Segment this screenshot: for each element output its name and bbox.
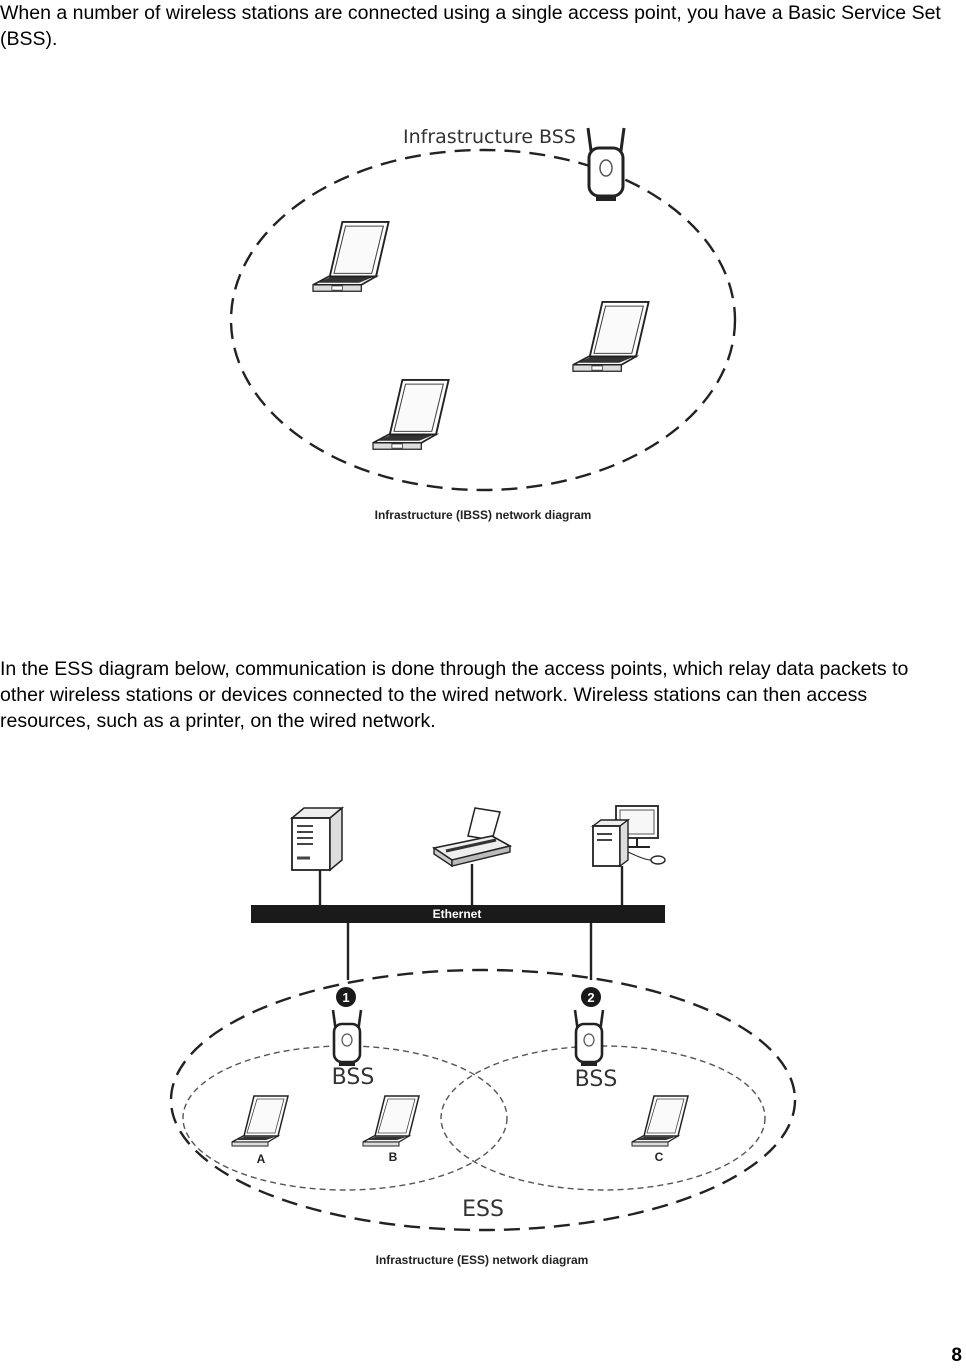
access-point-icon — [586, 126, 626, 203]
server-icon — [289, 806, 345, 872]
laptop-icon — [372, 378, 450, 451]
laptop-icon — [312, 220, 390, 293]
bss-1-label: BSS — [332, 1065, 375, 1090]
ess-network-diagram: Ethernet 1 2 BSS BSS A B C ESS Infrastru… — [169, 805, 797, 1267]
ethernet-label: Ethernet — [433, 907, 482, 921]
laptop-icon — [631, 1095, 689, 1147]
svg-text:2: 2 — [587, 990, 594, 1005]
ess-intro-paragraph: In the ESS diagram below, communication … — [0, 658, 909, 732]
bss-boundary — [229, 148, 737, 492]
laptop-icon — [231, 1095, 289, 1147]
ap-number-badge: 2 — [581, 987, 601, 1007]
station-a-label: A — [257, 1152, 266, 1166]
bss-title: Infrastructure BSS — [403, 126, 576, 148]
ess-label: ESS — [462, 1197, 504, 1222]
laptop-icon — [572, 300, 650, 373]
station-b-label: B — [389, 1150, 398, 1164]
ess-boundary — [169, 968, 797, 1232]
ap-number-badge: 1 — [336, 987, 356, 1007]
ethernet-bus — [251, 905, 665, 923]
bss-intro-paragraph: When a number of wireless stations are c… — [0, 2, 941, 50]
page-number: 8 — [951, 1345, 962, 1366]
svg-text:1: 1 — [342, 990, 349, 1005]
access-point-icon — [573, 1008, 605, 1068]
station-c-label: C — [655, 1150, 664, 1164]
desktop-computer-icon — [590, 805, 666, 868]
access-point-icon — [331, 1008, 363, 1068]
bss-2-label: BSS — [575, 1067, 618, 1092]
bss-network-diagram: Infrastructure BSS Infrastructure (IBSS)… — [229, 126, 737, 522]
bss-caption: Infrastructure (IBSS) network diagram — [375, 508, 592, 522]
printer-icon — [431, 807, 513, 868]
ess-caption: Infrastructure (ESS) network diagram — [376, 1253, 589, 1267]
laptop-icon — [362, 1095, 420, 1147]
